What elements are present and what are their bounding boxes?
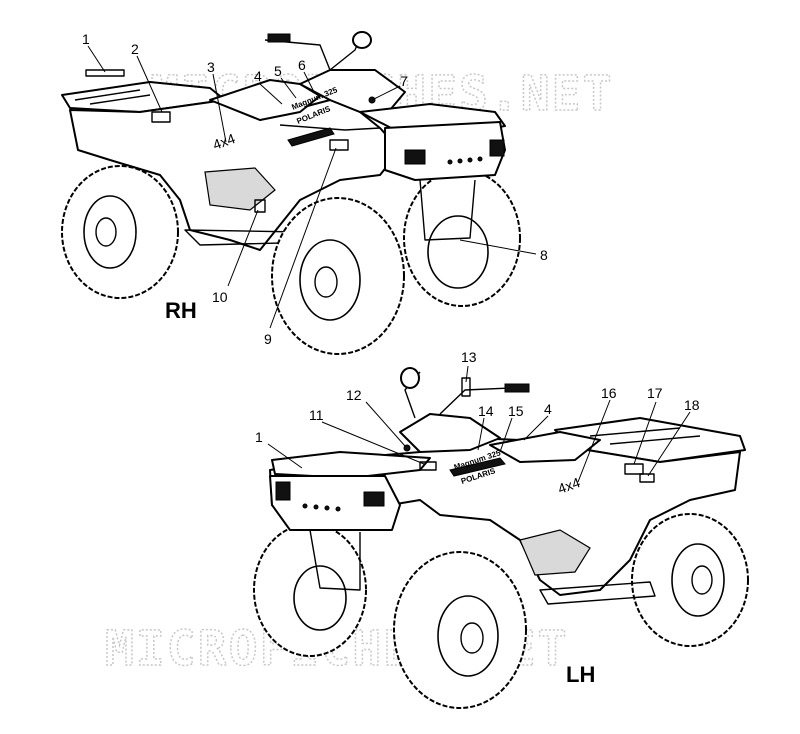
rh-leader-lines xyxy=(87,45,537,329)
lh-handlebar xyxy=(400,367,530,419)
rh-near-front-wheel xyxy=(271,197,405,355)
lh-decal-12 xyxy=(403,444,411,452)
atv-rh-view: 4x4 Magnum 325 POLARIS 1 xyxy=(61,31,548,355)
lh-decal-11 xyxy=(419,461,437,471)
lh-decal-18 xyxy=(639,473,655,483)
rh-callout-3: 3 xyxy=(207,59,215,75)
rh-rear-wheel xyxy=(61,165,179,299)
rh-decal-4x4: 4x4 xyxy=(211,130,238,153)
lh-callout-4: 4 xyxy=(544,401,552,417)
lh-callout-1: 1 xyxy=(255,429,263,445)
rh-decal-2 xyxy=(151,111,171,123)
lh-callout-14: 14 xyxy=(478,403,494,419)
lh-callout-18: 18 xyxy=(684,397,700,413)
lh-front-lights xyxy=(302,503,341,512)
rh-callout-1: 1 xyxy=(82,31,90,47)
rh-side-label: RH xyxy=(165,298,197,323)
lh-side-label: LH xyxy=(566,662,595,687)
lh-callout-13: 13 xyxy=(461,349,477,365)
lh-callout-17: 17 xyxy=(647,385,663,401)
rh-callout-9: 9 xyxy=(264,331,272,347)
rh-callouts: 1 2 3 4 5 6 7 8 9 10 xyxy=(82,31,548,347)
lh-rear-wheel xyxy=(631,513,749,647)
rh-body xyxy=(61,69,506,251)
lh-callouts: 1 11 12 13 14 15 4 16 17 18 xyxy=(255,349,700,445)
lh-callout-11: 11 xyxy=(309,407,324,423)
lh-near-front-wheel xyxy=(393,551,527,709)
rh-decal-10 xyxy=(254,199,266,213)
atv-lh-view: Magnum 325 POLARIS 4x4 1 xyxy=(253,349,749,709)
lh-callout-15: 15 xyxy=(508,403,524,419)
lh-callout-16: 16 xyxy=(601,385,617,401)
rh-front-lights xyxy=(447,156,483,165)
rh-decal-1-strip xyxy=(85,69,125,77)
rh-callout-5: 5 xyxy=(274,63,282,79)
rh-callout-8: 8 xyxy=(540,247,548,263)
lh-callout-12: 12 xyxy=(346,387,362,403)
rh-callout-10: 10 xyxy=(212,289,228,305)
lh-leader-lines xyxy=(267,365,691,483)
lh-body xyxy=(269,413,746,605)
rh-callout-6: 6 xyxy=(298,57,306,73)
rh-callout-7: 7 xyxy=(400,73,408,89)
rh-handlebar xyxy=(264,31,372,71)
rh-callout-2: 2 xyxy=(131,41,139,57)
lh-decal-4x4: 4x4 xyxy=(556,474,583,497)
rh-decal-9 xyxy=(329,139,349,151)
rh-callout-4: 4 xyxy=(254,68,262,84)
